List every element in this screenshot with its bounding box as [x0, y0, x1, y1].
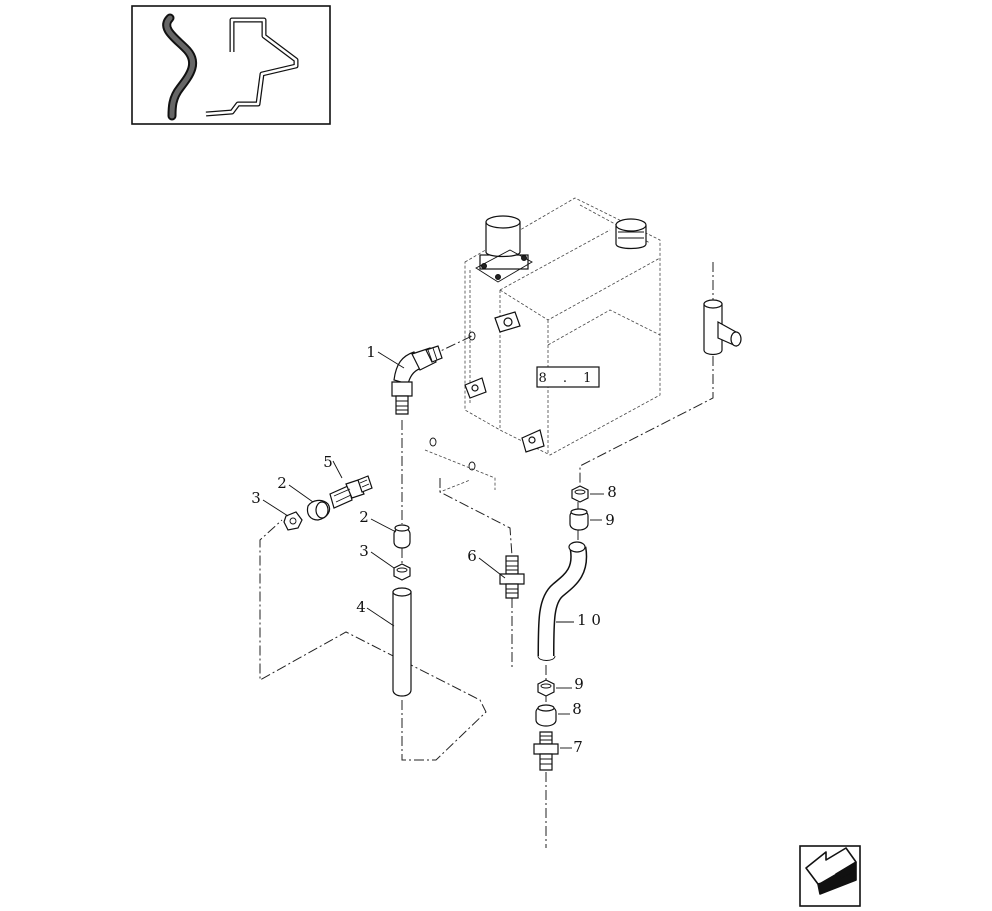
- part-curved-hose[interactable]: [537, 541, 588, 661]
- part-nipple-top[interactable]: [569, 508, 589, 531]
- return-arrow-icon[interactable]: [799, 845, 861, 907]
- hydraulic-tank: [424, 197, 661, 493]
- callout-3-left: 3: [251, 489, 261, 507]
- reference-label: 8 . 1: [539, 371, 598, 386]
- part-union-fitting[interactable]: [499, 555, 525, 599]
- hose-routing-thumbnail-icon: [131, 5, 331, 125]
- callout-8-top: 8: [607, 483, 617, 501]
- part-straight-adapter[interactable]: [329, 475, 373, 509]
- part-nut-top[interactable]: [571, 485, 589, 503]
- part-nut-left[interactable]: [283, 511, 303, 531]
- part-straight-tube[interactable]: [392, 587, 412, 697]
- reference-label-box[interactable]: 8 . 1: [536, 366, 600, 388]
- part-nipple-left[interactable]: [306, 499, 331, 521]
- callout-9-bottom: 9: [574, 675, 584, 693]
- callout-2-left: 2: [277, 474, 287, 492]
- part-nipple-center[interactable]: [393, 524, 411, 549]
- callout-8-bottom: 8: [572, 700, 582, 718]
- callout-9-top: 9: [605, 511, 615, 529]
- callout-6: 6: [467, 547, 477, 565]
- callout-4: 4: [356, 598, 366, 616]
- callout-3-center: 3: [359, 542, 369, 560]
- part-nut-center[interactable]: [393, 563, 411, 581]
- breather-cap: [615, 218, 647, 250]
- tee-fitting: [703, 299, 742, 356]
- callout-1: 1: [366, 343, 376, 361]
- part-union-fitting-bottom[interactable]: [533, 731, 559, 771]
- part-elbow-fitting[interactable]: [391, 345, 443, 415]
- callout-7: 7: [573, 738, 583, 756]
- callout-10: 1 0: [577, 611, 601, 629]
- callout-2-center: 2: [359, 508, 369, 526]
- connection-lines: [259, 262, 714, 848]
- callout-5: 5: [323, 453, 333, 471]
- callouts: 1 2 3 5 2 3 4 6 8 9 1 0 9 8 7: [251, 343, 617, 756]
- part-nipple-bottom[interactable]: [535, 704, 557, 727]
- part-nut-bottom[interactable]: [537, 679, 555, 697]
- leader-lines: [262, 351, 604, 749]
- filler-cap: [475, 215, 533, 283]
